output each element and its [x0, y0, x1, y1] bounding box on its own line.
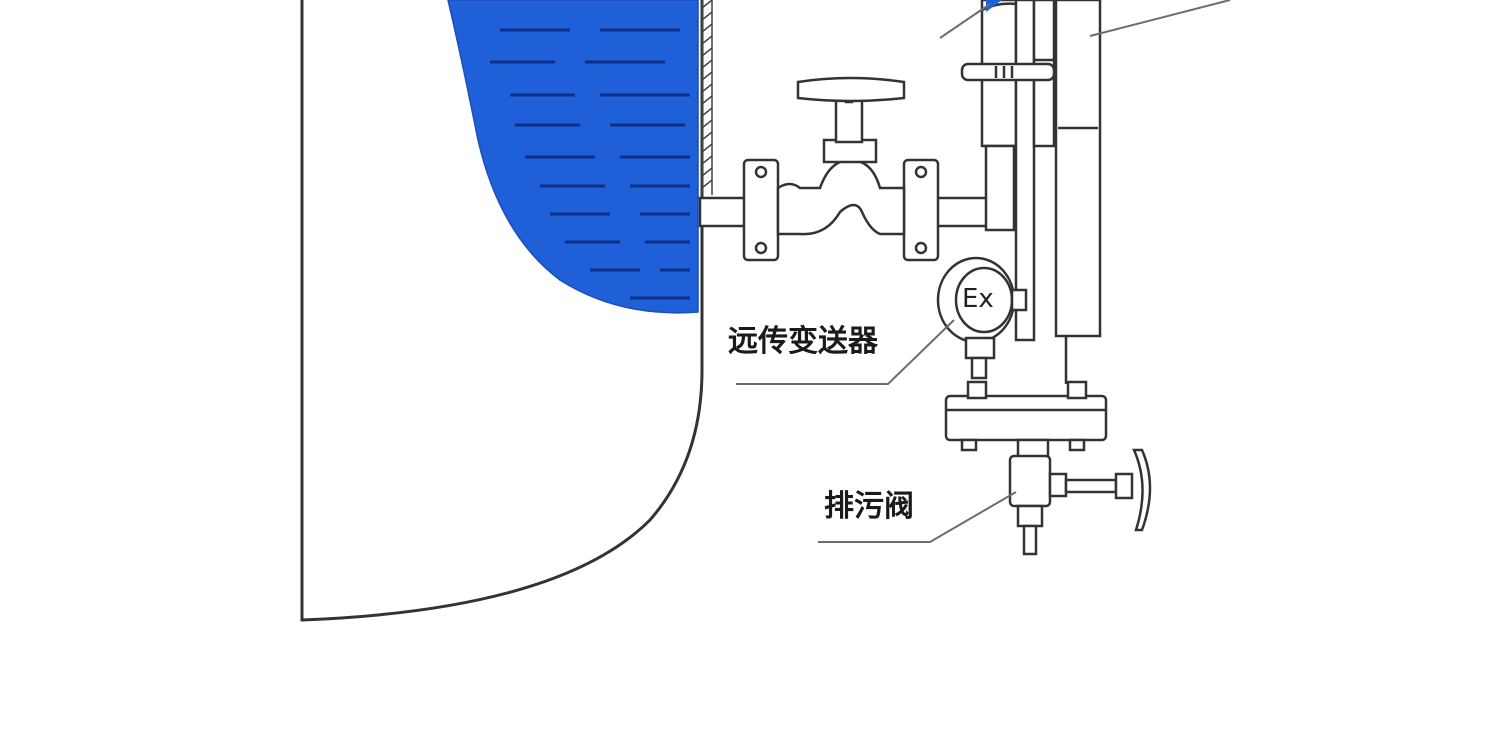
- liquid-surface-lines: [490, 28, 690, 300]
- ex-marking: Ex: [962, 284, 994, 314]
- tank-vessel: [300, 0, 704, 622]
- bottom-flange: [944, 380, 1108, 460]
- transmitter-label: 远传变送器: [728, 324, 878, 359]
- drain-valve-leader-line: [818, 491, 1017, 543]
- gauge-leader-line-1: [939, 3, 991, 39]
- gauge-columns: [960, 0, 1102, 384]
- gauge-liquid-indicator: [986, 0, 1002, 12]
- drain-valve-assembly: [1008, 448, 1152, 556]
- gauge-leader-line-2: [1089, 0, 1231, 37]
- ex-transmitter: [936, 256, 1028, 380]
- connection-pipe: [698, 196, 992, 228]
- isolation-valve: [742, 76, 940, 262]
- callout-leaders: [736, 0, 1231, 543]
- drain-valve-label: 排污阀: [824, 489, 914, 524]
- tank-wall-hatching: [701, 0, 713, 195]
- transmitter-leader-line: [736, 319, 955, 385]
